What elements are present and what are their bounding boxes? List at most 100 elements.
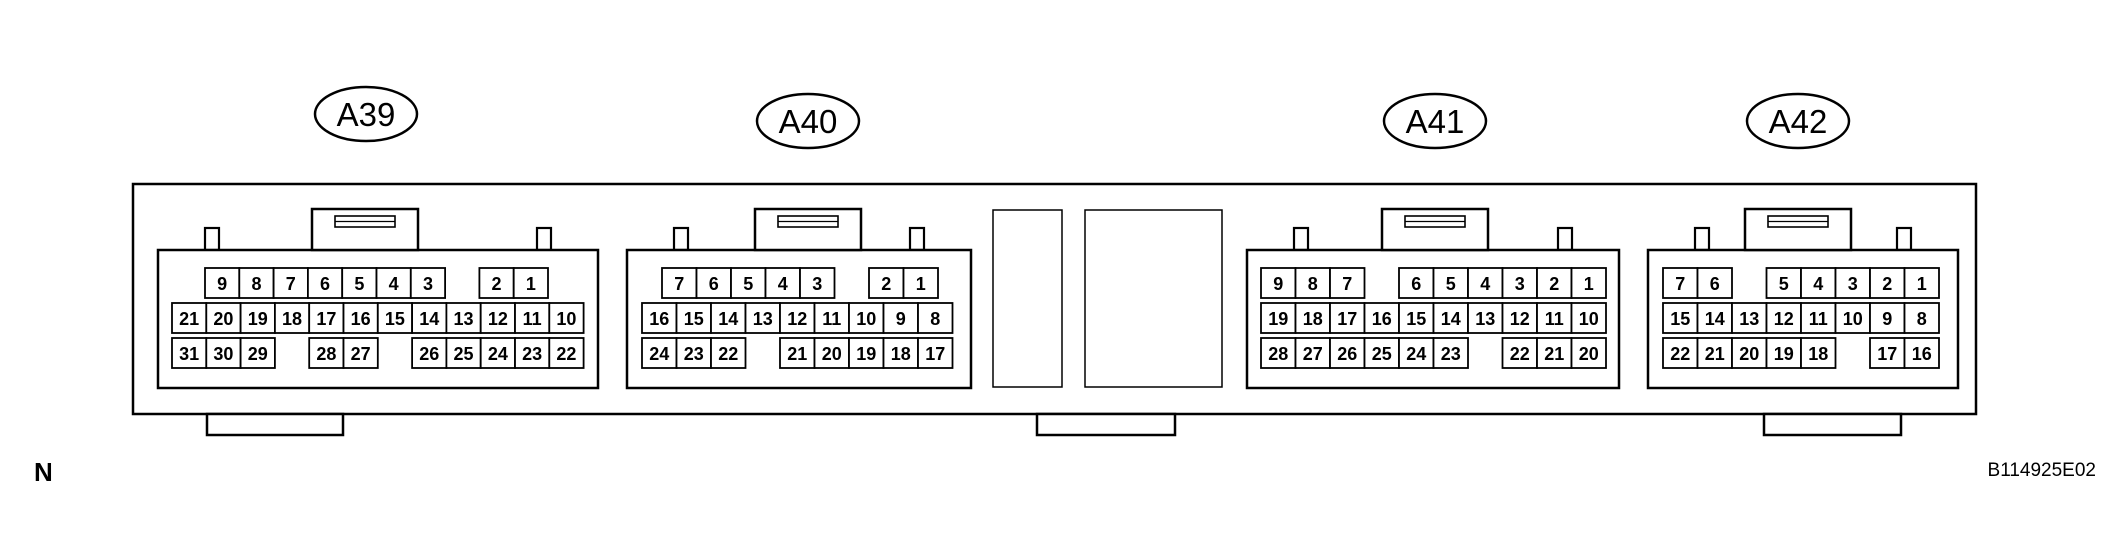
pin-number: 31 bbox=[179, 344, 199, 364]
pin-cavity: 13 bbox=[1467, 302, 1504, 334]
blank-panel-left bbox=[992, 209, 1063, 388]
pin-number: 24 bbox=[1406, 344, 1426, 364]
pin-cavity: 5 bbox=[1765, 267, 1802, 299]
pin-number: 11 bbox=[1809, 309, 1828, 329]
pin-box bbox=[641, 337, 678, 369]
pin-number: 3 bbox=[423, 274, 433, 294]
blank-panel-right bbox=[1084, 209, 1223, 388]
connector-latch bbox=[1743, 207, 1853, 252]
pin-box bbox=[1363, 337, 1400, 369]
pin-number: 20 bbox=[213, 309, 233, 329]
pin-cavity: 18 bbox=[273, 302, 311, 334]
pin-cavity: 20 bbox=[813, 337, 850, 369]
pin-number: 24 bbox=[649, 344, 669, 364]
pin-box bbox=[1662, 302, 1699, 334]
pin-box bbox=[1363, 302, 1400, 334]
pin-cavity: 11 bbox=[1800, 302, 1837, 334]
pin-cavity: 7 bbox=[661, 267, 698, 299]
pin-number: 19 bbox=[856, 344, 876, 364]
connector-label-a40: A40 bbox=[755, 92, 861, 150]
pin-cavity: 10 bbox=[1834, 302, 1871, 334]
mount-tab-left bbox=[205, 412, 345, 437]
pin-number: 9 bbox=[217, 274, 227, 294]
pin-box bbox=[1260, 302, 1297, 334]
pin-box bbox=[1903, 337, 1940, 369]
pin-box bbox=[813, 337, 850, 369]
pin-number: 20 bbox=[1579, 344, 1599, 364]
pin-box bbox=[779, 302, 816, 334]
pin-number: 24 bbox=[488, 344, 508, 364]
pin-number: 23 bbox=[1441, 344, 1461, 364]
pin-box bbox=[868, 267, 905, 299]
pin-cavity: 12 bbox=[779, 302, 816, 334]
pin-cavity: 22 bbox=[1662, 337, 1699, 369]
pin-cavity: 14 bbox=[1432, 302, 1469, 334]
pin-number: 6 bbox=[709, 274, 719, 294]
pin-cavity: 7 bbox=[272, 267, 309, 299]
pin-number: 28 bbox=[316, 344, 336, 364]
pin-box bbox=[1329, 267, 1366, 299]
pin-cavity: 23 bbox=[1432, 337, 1469, 369]
pin-cavity: 15 bbox=[675, 302, 712, 334]
pin-box bbox=[1467, 302, 1504, 334]
pin-cavity: 9 bbox=[204, 267, 241, 299]
pin-cavity: 10 bbox=[548, 302, 585, 334]
connector-post bbox=[535, 226, 553, 252]
pin-number: 7 bbox=[1342, 274, 1352, 294]
pin-cavity: 9 bbox=[882, 302, 919, 334]
pin-cavity: 7 bbox=[1662, 267, 1699, 299]
pin-cavity: 4 bbox=[764, 267, 801, 299]
pin-number: 20 bbox=[1739, 344, 1759, 364]
pin-number: 14 bbox=[718, 309, 738, 329]
pin-cavity: 6 bbox=[1696, 267, 1733, 299]
pin-box bbox=[1432, 337, 1469, 369]
pin-number: 11 bbox=[523, 309, 542, 329]
pin-cavity: 19 bbox=[239, 302, 276, 334]
pin-cavity: 16 bbox=[342, 302, 379, 334]
pin-box bbox=[1398, 267, 1435, 299]
pin-number: 18 bbox=[282, 309, 302, 329]
pin-number: 9 bbox=[1882, 309, 1892, 329]
pin-number: 12 bbox=[1510, 309, 1530, 329]
connector-label-text: A41 bbox=[1406, 103, 1465, 140]
pin-cavity: 16 bbox=[1903, 337, 1940, 369]
pin-number: 16 bbox=[1912, 344, 1932, 364]
pin-cavity: 17 bbox=[1329, 302, 1366, 334]
pin-box bbox=[695, 267, 732, 299]
pin-number: 13 bbox=[753, 309, 773, 329]
pin-number: 23 bbox=[522, 344, 542, 364]
pin-number: 10 bbox=[1579, 309, 1599, 329]
pin-number: 5 bbox=[743, 274, 753, 294]
pin-number: 30 bbox=[213, 344, 233, 364]
pin-cavity: 8 bbox=[1294, 267, 1331, 299]
pin-box bbox=[445, 337, 482, 369]
pin-cavity: 12 bbox=[479, 302, 516, 334]
pin-box bbox=[1432, 267, 1469, 299]
pin-number: 25 bbox=[454, 344, 474, 364]
pin-number: 18 bbox=[1808, 344, 1828, 364]
pin-number: 7 bbox=[674, 274, 684, 294]
pin-cavity: 18 bbox=[1294, 302, 1331, 334]
pin-number: 17 bbox=[925, 344, 945, 364]
connector-post bbox=[908, 226, 926, 252]
pin-cavity: 11 bbox=[1536, 302, 1573, 334]
pin-cavity: 18 bbox=[1800, 337, 1837, 369]
pin-cavity: 19 bbox=[1765, 337, 1802, 369]
pin-number: 22 bbox=[556, 344, 576, 364]
pin-number: 21 bbox=[179, 309, 199, 329]
connector-label-a42: A42 bbox=[1745, 92, 1851, 150]
pin-number: 27 bbox=[351, 344, 371, 364]
pin-number: 21 bbox=[1705, 344, 1725, 364]
pin-cavity: 27 bbox=[1294, 337, 1331, 369]
pin-cavity: 5 bbox=[730, 267, 767, 299]
pin-cavity: 3 bbox=[1501, 267, 1538, 299]
pin-box bbox=[1869, 267, 1906, 299]
pin-number: 9 bbox=[896, 309, 906, 329]
pin-number: 21 bbox=[787, 344, 807, 364]
pin-cavity: 30 bbox=[205, 337, 242, 369]
pin-box bbox=[238, 267, 275, 299]
pin-box bbox=[548, 302, 585, 334]
